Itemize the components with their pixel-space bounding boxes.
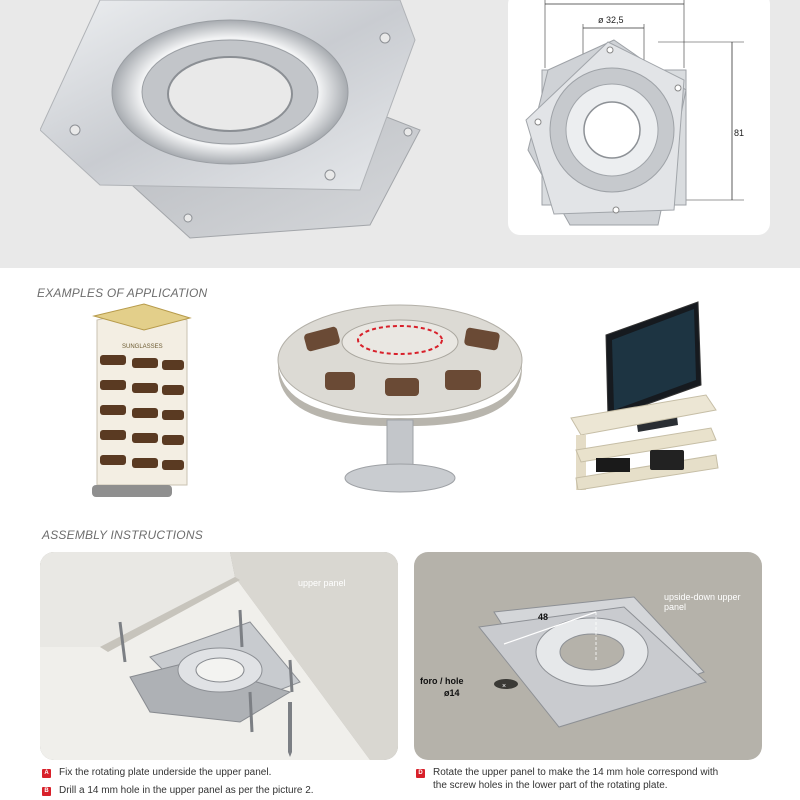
step-d-text-1: Rotate the upper panel to make the 14 mm… <box>433 767 719 778</box>
upper-panel-label: upper panel <box>298 578 346 588</box>
assembly-step-1-card: upper panel <box>40 552 398 760</box>
svg-text:×: × <box>502 683 506 690</box>
rotating-table-image <box>277 304 523 493</box>
display-sign-text: SUNGLASSES <box>122 344 163 350</box>
assembly-step-2-card: × upside-down upper panel 48 foro / hole… <box>414 552 762 760</box>
hole-label: foro / hole <box>420 676 464 686</box>
step-d-cont: the screw holes in the lower part of the… <box>433 779 668 792</box>
step-b-badge: B <box>42 787 51 796</box>
dimension-drawing <box>525 0 744 226</box>
step-b: B Drill a 14 mm hole in the upper panel a… <box>42 784 314 797</box>
hole-diameter-label: ø14 <box>444 688 460 698</box>
step-a-badge: A <box>42 769 51 778</box>
right-panel-label-1: upside-down upper <box>664 592 741 602</box>
sunglasses-display-image: SUNGLASSES <box>92 303 192 497</box>
step-d-badge: D <box>416 769 425 778</box>
product-image <box>40 0 421 239</box>
step-a-text: Fix the rotating plate underside the upp… <box>59 767 272 778</box>
upper-panel-illustration <box>40 552 398 760</box>
inner-diameter-label: ø 32,5 <box>598 15 624 25</box>
step-d-text-2: the screw holes in the lower part of the… <box>433 780 668 791</box>
examples-title: EXAMPLES OF APPLICATION <box>37 286 208 300</box>
upside-down-panel-illustration: × <box>478 596 707 728</box>
height-label: 81 <box>734 128 745 138</box>
offset-label: 48 <box>538 612 549 622</box>
step-d: D Rotate the upper panel to make the 14 m… <box>416 766 718 779</box>
step-b-text: Drill a 14 mm hole in the upper panel as… <box>59 785 314 796</box>
right-panel-label-2: panel <box>664 602 687 612</box>
tv-stand-image <box>570 301 719 490</box>
step-a: A Fix the rotating plate underside the up… <box>42 766 271 779</box>
assembly-title: ASSEMBLY INSTRUCTIONS <box>42 528 203 542</box>
